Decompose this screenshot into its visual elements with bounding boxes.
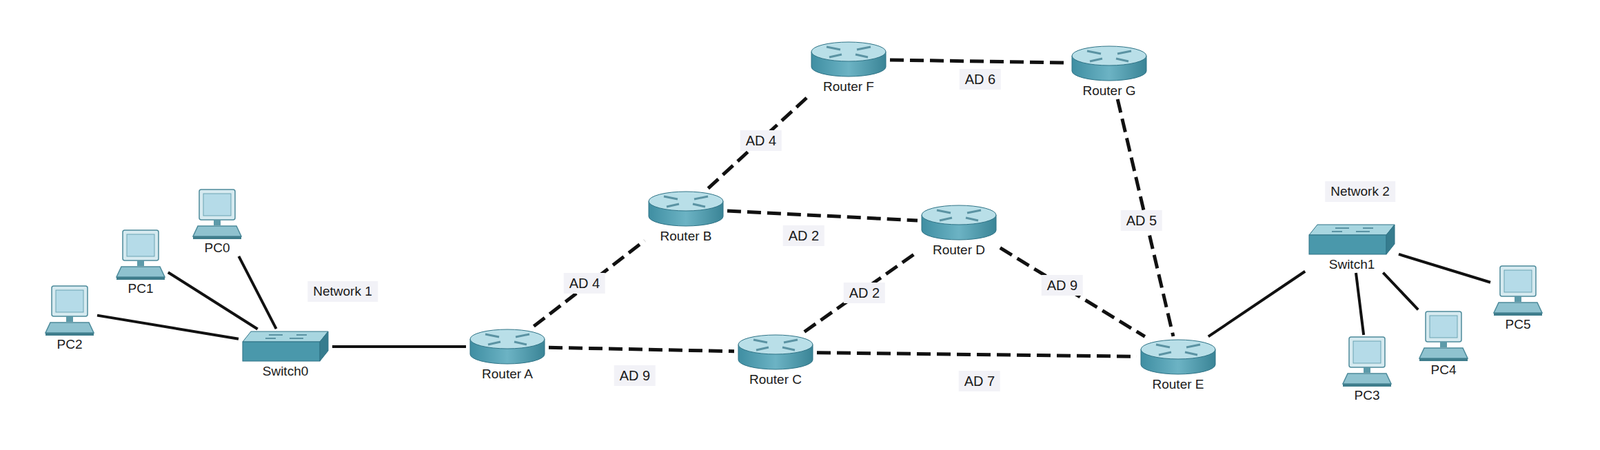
lan-cable bbox=[1382, 272, 1419, 311]
routing-link bbox=[1000, 248, 1146, 338]
router-device: Router A bbox=[466, 326, 549, 382]
routing-link bbox=[1117, 99, 1174, 337]
router-device: Router F bbox=[807, 39, 890, 95]
router-icon bbox=[468, 326, 546, 367]
lan-cable bbox=[168, 272, 258, 329]
switch-device: Switch0 bbox=[239, 329, 332, 380]
pc-device: PC1 bbox=[113, 228, 168, 297]
pc-icon bbox=[44, 284, 95, 338]
lan-cable bbox=[1355, 272, 1364, 336]
link-cost: AD 4 bbox=[563, 272, 606, 294]
lan-cable bbox=[1208, 271, 1305, 338]
device-label: PC2 bbox=[55, 337, 85, 353]
device-label: Switch0 bbox=[261, 363, 311, 380]
link-cost: AD 2 bbox=[843, 282, 886, 304]
link-cost: AD 4 bbox=[740, 130, 782, 151]
router-icon bbox=[809, 39, 888, 80]
pc-device: PC0 bbox=[190, 188, 245, 256]
router-icon bbox=[920, 202, 998, 243]
link-cost: AD 5 bbox=[1120, 210, 1163, 231]
pc-device: PC3 bbox=[1340, 335, 1394, 404]
device-label: PC1 bbox=[126, 281, 156, 297]
routing-link bbox=[533, 240, 645, 327]
router-device: Router D bbox=[918, 202, 1000, 258]
pc-icon bbox=[1342, 335, 1392, 389]
network-name: Network 1 bbox=[307, 281, 378, 302]
router-icon bbox=[647, 188, 725, 229]
switch-device: Switch1 bbox=[1305, 222, 1399, 273]
routing-link bbox=[707, 95, 810, 189]
device-label: Router B bbox=[659, 228, 714, 245]
device-label: Router F bbox=[821, 79, 876, 95]
router-device: Router C bbox=[734, 332, 817, 388]
device-label: PC4 bbox=[1429, 362, 1458, 378]
device-label: Router E bbox=[1151, 377, 1206, 393]
link-cost: AD 9 bbox=[614, 365, 656, 387]
link-cost: AD 6 bbox=[959, 68, 1001, 90]
device-label: Router C bbox=[747, 372, 804, 388]
lan-cable bbox=[97, 315, 239, 340]
link-cost: AD 7 bbox=[958, 370, 1001, 392]
link-cost: AD 2 bbox=[783, 225, 825, 247]
routing-link bbox=[548, 347, 735, 352]
routing-link bbox=[889, 59, 1068, 63]
router-icon bbox=[1139, 337, 1217, 378]
network-name: Network 2 bbox=[1324, 181, 1396, 202]
router-device: Router E bbox=[1137, 337, 1219, 393]
lan-cable bbox=[1398, 254, 1491, 283]
pc-device: PC2 bbox=[42, 284, 97, 353]
device-label: Router G bbox=[1080, 83, 1137, 99]
switch-icon bbox=[241, 329, 330, 364]
switch-icon bbox=[1307, 222, 1396, 258]
router-device: Router G bbox=[1068, 43, 1150, 99]
pc-icon bbox=[115, 228, 166, 282]
device-label: Switch1 bbox=[1327, 257, 1377, 273]
router-device: Router B bbox=[645, 188, 727, 245]
pc-icon bbox=[192, 188, 242, 241]
router-icon bbox=[736, 332, 815, 373]
lan-cable bbox=[238, 256, 276, 329]
link-cost: AD 9 bbox=[1041, 275, 1083, 296]
device-label: PC3 bbox=[1353, 388, 1382, 404]
device-label: PC0 bbox=[203, 240, 232, 256]
router-icon bbox=[1070, 43, 1148, 84]
pc-icon bbox=[1493, 264, 1543, 318]
pc-device: PC4 bbox=[1416, 310, 1471, 378]
pc-icon bbox=[1418, 310, 1469, 363]
device-label: Router A bbox=[480, 366, 535, 382]
pc-device: PC5 bbox=[1491, 264, 1545, 333]
device-label: PC5 bbox=[1504, 317, 1533, 333]
device-label: Router D bbox=[931, 242, 987, 258]
routing-link bbox=[816, 352, 1137, 358]
routing-link bbox=[727, 210, 918, 221]
routing-link bbox=[804, 251, 918, 332]
lan-cable bbox=[332, 345, 467, 349]
